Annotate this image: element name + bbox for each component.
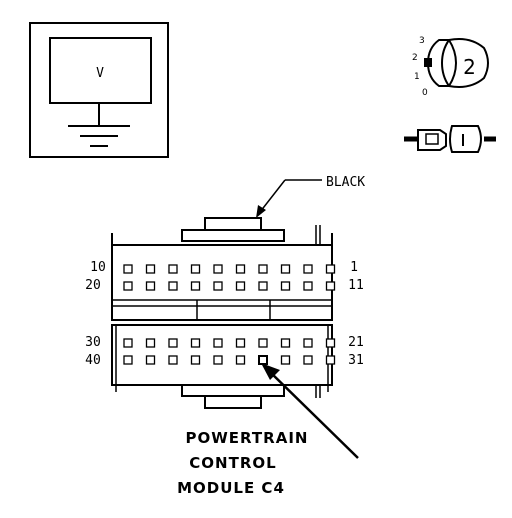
cavity-25 — [235, 338, 246, 348]
cavity-12 — [303, 281, 313, 291]
cavity-9 — [145, 264, 156, 274]
switch-position-0: 0 — [422, 88, 428, 98]
cavity-22 — [303, 338, 313, 348]
switch-position-2: 2 — [412, 53, 418, 63]
cavity-15 — [235, 281, 246, 291]
cavity-36 — [213, 355, 223, 365]
connector-cavities — [123, 264, 336, 365]
selector-switch-icon: 3 2 1 0 2 — [412, 36, 489, 98]
cavity-2 — [303, 264, 313, 274]
cavity-21 — [325, 338, 336, 348]
cavity-33 — [280, 355, 291, 365]
cavity-32 — [303, 355, 313, 365]
cavity-26 — [213, 338, 223, 348]
cavity-13 — [280, 281, 291, 291]
cavity-30 — [123, 338, 133, 348]
voltmeter-icon: V — [29, 22, 169, 158]
cavity-4 — [258, 264, 268, 274]
cavity-24 — [258, 338, 268, 348]
title-line-3: MODULE C4 — [177, 479, 285, 497]
cavity-34 — [258, 355, 268, 365]
cavity-14 — [258, 281, 268, 291]
cavity-7 — [190, 264, 201, 274]
cavity-18 — [168, 281, 178, 291]
cavity-39 — [145, 355, 156, 365]
cavity-31 — [325, 355, 336, 365]
wire-color-label: BLACK — [326, 175, 365, 190]
title-line-2: CONTROL — [189, 454, 276, 472]
cavity-10 — [123, 264, 133, 274]
cavity-40 — [123, 355, 133, 365]
pin-label-21: 21 — [348, 335, 364, 350]
pin-label-40: 40 — [85, 353, 101, 368]
pin-label-30: 30 — [85, 335, 101, 350]
connector-c4: 10 1 20 11 30 21 40 31 — [85, 217, 364, 409]
pin-label-1: 1 — [350, 260, 358, 275]
connector-title: POWERTRAIN CONTROL MODULE C4 — [177, 429, 309, 497]
cavity-5 — [235, 264, 246, 274]
cavity-11 — [325, 281, 336, 291]
pin-label-11: 11 — [348, 278, 364, 293]
switch-value: 2 — [463, 55, 477, 79]
cavity-6 — [213, 264, 223, 274]
cavity-38 — [168, 355, 178, 365]
cavity-1 — [325, 264, 336, 274]
cavity-19 — [145, 281, 156, 291]
test-probe-icon — [404, 125, 496, 153]
title-line-1: POWERTRAIN — [186, 429, 309, 447]
cavity-pointer-arrow — [261, 363, 359, 459]
pin-label-20: 20 — [85, 278, 101, 293]
cavity-20 — [123, 281, 133, 291]
cavity-8 — [168, 264, 178, 274]
cavity-27 — [190, 338, 201, 348]
cavity-17 — [190, 281, 201, 291]
cavity-16 — [213, 281, 223, 291]
cavity-23 — [280, 338, 291, 348]
wire-color-callout: BLACK — [256, 175, 365, 218]
cavity-28 — [168, 338, 178, 348]
pin-label-10: 10 — [90, 260, 106, 275]
meter-symbol: V — [96, 66, 104, 81]
cavity-37 — [190, 355, 201, 365]
switch-position-3: 3 — [419, 36, 425, 46]
cavity-29 — [145, 338, 156, 348]
cavity-35 — [235, 355, 246, 365]
switch-position-1: 1 — [414, 72, 420, 82]
pin-label-31: 31 — [348, 353, 364, 368]
cavity-3 — [280, 264, 291, 274]
